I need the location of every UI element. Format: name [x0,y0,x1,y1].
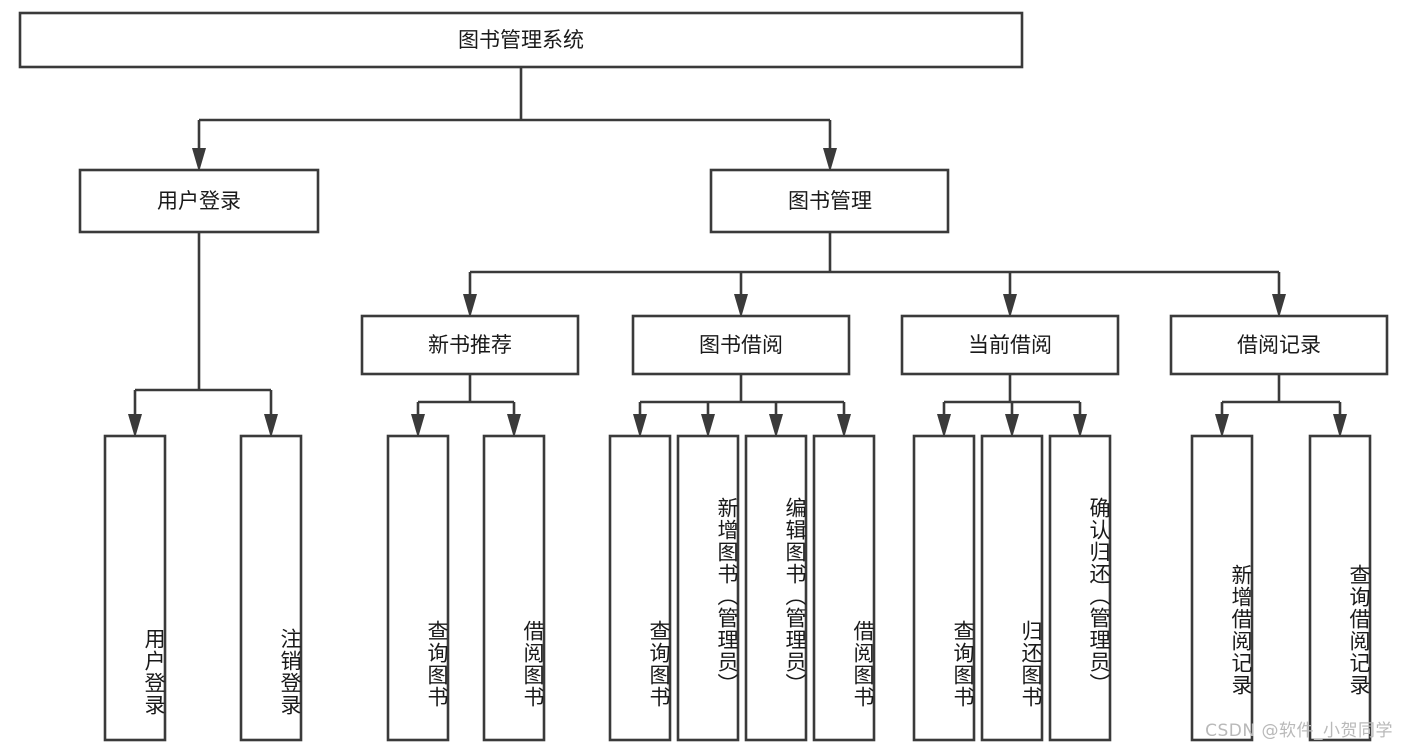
arrow-to-book-manage [823,148,837,172]
leaf-user-logout-box[interactable] [239,434,303,742]
arrow-to-current-borrow [1003,294,1017,318]
leaf-borrow-book-2-box[interactable] [812,434,876,742]
leaf-query-record-box[interactable] [1308,434,1372,742]
node-new-book-rec[interactable]: 新书推荐 [360,314,580,376]
arrow-to-borrow-record [1272,294,1286,318]
book-manage-label: 图书管理 [788,189,872,213]
book-manage-box[interactable] [709,168,950,234]
arrow-to-book-borrow [734,294,748,318]
user-login-box[interactable] [78,168,320,234]
borrow-record-box[interactable] [1169,314,1389,376]
new-book-rec-label: 新书推荐 [428,333,512,357]
leaf-query-book-3-box[interactable] [912,434,976,742]
leaf-edit-book-box[interactable] [744,434,808,742]
leaf-query-book-1-box[interactable] [386,434,450,742]
arrow-to-leaf-borrow-book-1 [507,414,521,438]
node-borrow-record[interactable]: 借阅记录 [1169,314,1389,376]
current-borrow-box[interactable] [900,314,1120,376]
arrow-to-leaf-add-book [701,414,715,438]
root-label: 图书管理系统 [458,28,584,52]
connector-layer [128,67,1347,438]
connector-book-manage-to-level3 [468,232,1281,298]
leaf-query-book-2-box[interactable] [608,434,672,742]
connector-user-login-to-leaves [133,232,273,418]
arrow-to-leaf-query-book-3 [937,414,951,438]
arrow-to-leaf-user-logout [264,414,278,438]
leaf-add-book-box[interactable] [676,434,740,742]
new-book-rec-box[interactable] [360,314,580,376]
connector-current-borrow-to-leaves [942,374,1082,418]
node-current-borrow[interactable]: 当前借阅 [900,314,1120,376]
arrow-to-leaf-borrow-book-2 [837,414,851,438]
leaf-box-layer [103,434,1372,742]
leaf-return-book-box[interactable] [980,434,1044,742]
current-borrow-label: 当前借阅 [968,333,1052,357]
connector-new-book-rec-to-leaves [416,374,516,418]
connector-root-to-level2 [197,67,832,152]
csdn-watermark: CSDN @软件_小贺同学 [1205,721,1393,741]
borrow-record-label: 借阅记录 [1237,333,1321,357]
arrow-to-new-book-rec [463,294,477,318]
leaf-user-login-box[interactable] [103,434,167,742]
arrow-to-leaf-query-book-1 [411,414,425,438]
connector-book-borrow-to-leaves [638,374,846,418]
node-user-login[interactable]: 用户登录 [78,168,320,234]
user-login-label: 用户登录 [157,189,241,213]
node-book-manage[interactable]: 图书管理 [709,168,950,234]
connector-borrow-record-to-leaves [1220,374,1342,418]
node-root[interactable]: 图书管理系统 [18,11,1024,69]
arrow-to-leaf-confirm-return [1073,414,1087,438]
arrow-to-leaf-return-book [1005,414,1019,438]
book-borrow-box[interactable] [631,314,851,376]
leaf-confirm-return-box[interactable] [1048,434,1112,742]
root-box[interactable] [18,11,1024,69]
arrow-to-user-login [192,148,206,172]
book-borrow-label: 图书借阅 [699,333,783,357]
arrow-to-leaf-query-record [1333,414,1347,438]
arrow-to-leaf-user-login [128,414,142,438]
node-book-borrow[interactable]: 图书借阅 [631,314,851,376]
leaf-borrow-book-1-box[interactable] [482,434,546,742]
arrow-to-leaf-query-book-2 [633,414,647,438]
arrow-to-leaf-add-record [1215,414,1229,438]
leaf-add-record-box[interactable] [1190,434,1254,742]
arrow-to-leaf-edit-book [769,414,783,438]
